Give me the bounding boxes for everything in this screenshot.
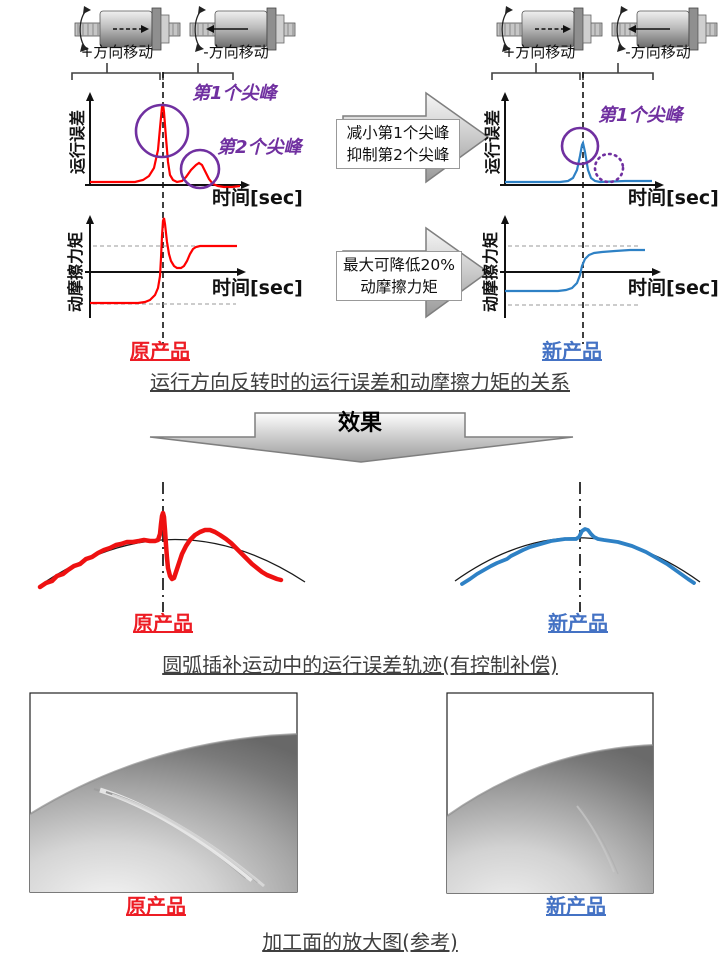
peak2-annotation-left: 第2个尖峰: [217, 137, 302, 158]
surface-photo-original: [29, 692, 298, 893]
peak2-suppressed-circle: [593, 152, 625, 184]
minus-direction-label: -方向移动: [625, 43, 691, 61]
x-axis-label-time: 时间[sec]: [628, 187, 719, 209]
new-product-label: 新产品: [548, 611, 608, 635]
transform-note-bottom-line2: 动摩擦力矩: [360, 278, 438, 296]
x-axis-label-time: 时间[sec]: [628, 277, 719, 299]
torque-graph-new: [500, 215, 661, 318]
peak1-annotation-right: 第1个尖峰: [598, 105, 683, 126]
torque-curve-red: [90, 217, 237, 305]
new-product-label: 新产品: [542, 339, 602, 363]
error-trace-red: [37, 510, 284, 590]
x-axis-label-time: 时间[sec]: [212, 277, 303, 299]
error-graph-new: [500, 92, 664, 189]
minus-direction-arrow: [628, 25, 636, 33]
original-product-label: 原产品: [130, 339, 190, 363]
y-axis-label-torque: 动摩擦力矩: [66, 232, 85, 313]
effect-banner-arrow: [149, 412, 574, 463]
transform-note-bottom-line1: 最大可降低20%: [343, 256, 455, 274]
torque-curve-blue: [505, 248, 645, 293]
screw-icon-minus-left: [189, 5, 296, 53]
arc-trace-original: [37, 482, 306, 612]
torque-graph-original: [85, 215, 246, 318]
caption-reversal-relation: 运行方向反转时的运行误差和动摩擦力矩的关系: [150, 370, 570, 394]
screw-icon-plus-right: [496, 5, 603, 53]
peak2-circle-left: [179, 148, 221, 190]
plus-direction-label: +方向移动: [502, 43, 576, 61]
peak1-annotation-left: 第1个尖峰: [192, 83, 277, 104]
error-trace-blue: [460, 527, 696, 586]
original-product-label: 原产品: [126, 894, 186, 918]
minus-direction-arrow: [206, 25, 214, 33]
original-product-label: 原产品: [133, 611, 193, 635]
y-axis-label-error: 运行误差: [483, 110, 502, 175]
screw-icon-minus-right: [611, 5, 718, 53]
error-curve-blue: [505, 139, 652, 184]
peak1-circle-left: [134, 103, 190, 159]
caption-arc-interpolation: 圆弧插补运动中的运行误差轨迹(有控制补偿): [162, 653, 558, 677]
transform-note-top-line2: 抑制第2个尖峰: [346, 146, 450, 164]
y-axis-label-torque: 动摩擦力矩: [481, 232, 500, 313]
y-axis-label-error: 运行误差: [68, 110, 87, 175]
surface-photo-new: [446, 692, 654, 894]
new-product-label: 新产品: [546, 894, 606, 918]
range-brackets: [71, 63, 654, 80]
caption-machined-surface: 加工面的放大图(参考): [262, 930, 458, 954]
plus-direction-arrow: [141, 25, 149, 33]
transform-note-top: 减小第1个尖峰 抑制第2个尖峰: [336, 119, 460, 169]
plus-direction-arrow: [563, 25, 571, 33]
plus-direction-label: +方向移动: [80, 43, 154, 61]
effect-label: 效果: [337, 411, 382, 436]
arc-trace-new: [454, 482, 701, 612]
error-curve-red: [90, 103, 241, 189]
minus-direction-label: -方向移动: [203, 43, 269, 61]
error-graph-original: [85, 92, 250, 190]
transform-note-top-line1: 减小第1个尖峰: [346, 124, 450, 142]
x-axis-label-time: 时间[sec]: [212, 187, 303, 209]
transform-note-bottom: 最大可降低20% 动摩擦力矩: [336, 251, 462, 301]
screw-icon-plus-left: [74, 5, 181, 53]
peak1-circle-right: [560, 126, 600, 166]
faint-mark: [576, 805, 615, 873]
